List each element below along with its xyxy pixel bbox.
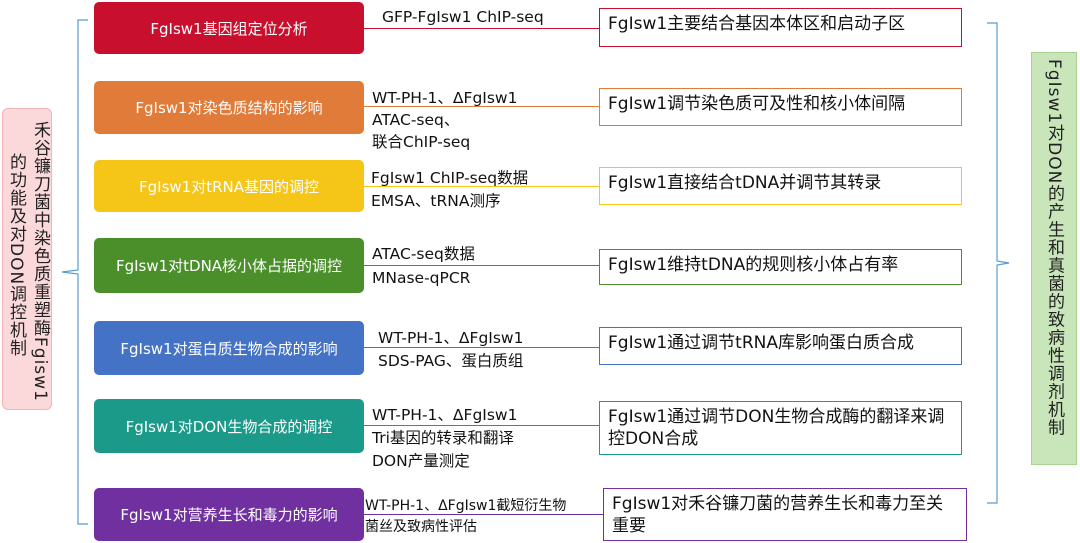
result-text: FgIsw1通过调节DON生物合成酶的翻译来调控DON合成 [608,407,945,449]
method-text: Tri基因的转录和翻译 [372,429,514,447]
connector-line [364,347,600,348]
result-text: FgIsw1通过调节tRNA库影响蛋白质合成 [608,333,914,353]
method-text: ATAC-seq数据 [372,245,475,263]
result-box: FgIsw1通过调节tRNA库影响蛋白质合成 [599,327,962,365]
topic-label: FgIsw1对营养生长和毒力的影响 [120,506,338,524]
method-text: WT-PH-1、ΔFgIsw1截短衍生物 [365,498,567,514]
result-box: FgIsw1通过调节DON生物合成酶的翻译来调控DON合成 [599,401,962,455]
result-text: FgIsw1调节染色质可及性和核小体间隔 [608,94,906,114]
connector-line [364,106,600,107]
connector-line [364,265,600,266]
connector-line [364,425,600,426]
result-text: FgIsw1维持tDNA的规则核小体占有率 [608,255,899,275]
left-title-col1: 禾谷镰刀菌中染色质重塑酶Fgisw1 [30,121,50,402]
right-title-box: FgIsw1对DON的产生和真菌的致病性调剂机制 [1031,52,1077,465]
method-text: ATAC-seq、 [372,111,460,129]
topic-box-chromatin-structure: FgIsw1对染色质结构的影响 [94,81,364,134]
topic-box-growth-virulence: FgIsw1对营养生长和毒力的影响 [94,488,364,541]
connector-line [364,28,600,29]
left-title-col2: 的功能及对DON调控机制 [6,153,26,358]
topic-label: FgIsw1基因组定位分析 [150,19,308,38]
right-brace [987,22,1010,504]
method-text: SDS-PAG、蛋白质组 [378,352,524,370]
result-box: FgIsw1主要结合基因本体区和启动子区 [599,8,962,47]
topic-box-genome-localization: FgIsw1基因组定位分析 [94,2,364,54]
topic-label: FgIsw1对蛋白质生物合成的影响 [120,339,338,358]
result-box: FgIsw1调节染色质可及性和核小体间隔 [599,88,962,126]
topic-box-don-biosynthesis: FgIsw1对DON生物合成的调控 [94,399,364,453]
result-text: FgIsw1对禾谷镰刀菌的营养生长和毒力至关重要 [612,494,944,536]
left-title-box: 禾谷镰刀菌中染色质重塑酶Fgisw1 的功能及对DON调控机制 [2,108,52,410]
result-text: FgIsw1主要结合基因本体区和启动子区 [608,14,906,34]
result-box: FgIsw1维持tDNA的规则核小体占有率 [599,249,962,285]
right-title: FgIsw1对DON的产生和真菌的致病性调剂机制 [1044,59,1064,437]
method-text: DON产量测定 [372,452,470,470]
result-text: FgIsw1直接结合tDNA并调节其转录 [608,173,882,193]
topic-label: FgIsw1对tDNA核小体占据的调控 [115,257,343,275]
topic-box-protein-synthesis: FgIsw1对蛋白质生物合成的影响 [94,321,364,375]
method-text: EMSA、tRNA测序 [371,192,501,210]
connector-line [364,514,604,515]
topic-box-nucleosome-occupancy: FgIsw1对tDNA核小体占据的调控 [94,238,364,293]
topic-label: FgIsw1对染色质结构的影响 [135,99,323,117]
left-brace [61,19,88,525]
method-text: WT-PH-1、ΔFgIsw1 [372,406,518,424]
topic-label: FgIsw1对tRNA基因的调控 [139,177,319,196]
method-text: WT-PH-1、ΔFgIsw1 [372,89,518,107]
result-box: FgIsw1直接结合tDNA并调节其转录 [599,167,962,205]
connector-line [364,186,600,187]
method-text: GFP-FgIsw1 ChIP-seq [382,8,544,26]
method-text: FgIsw1 ChIP-seq数据 [371,169,529,187]
method-text: MNase-qPCR [372,269,471,287]
topic-label: FgIsw1对DON生物合成的调控 [125,417,333,436]
method-text: WT-PH-1、ΔFgIsw1 [378,329,524,347]
topic-box-trna-regulation: FgIsw1对tRNA基因的调控 [94,160,364,212]
result-box: FgIsw1对禾谷镰刀菌的营养生长和毒力至关重要 [603,488,967,541]
method-text: 菌丝及致病性评估 [365,519,477,535]
method-text: 联合ChIP-seq [372,133,471,151]
